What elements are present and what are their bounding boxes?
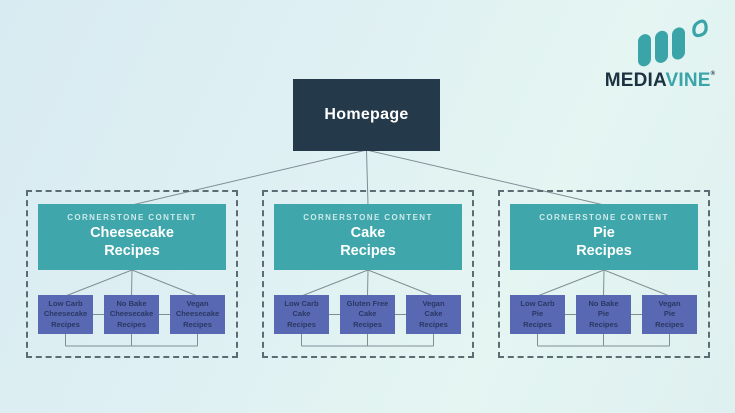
child-node-vegan-cake: Vegan Cake Recipes: [406, 295, 461, 334]
child-node-low-carb-cake: Low Carb Cake Recipes: [274, 295, 329, 334]
cornerstone-eyebrow: CORNERSTONE CONTENT: [539, 213, 669, 222]
cornerstone-node-pie: CORNERSTONE CONTENT Pie Recipes: [510, 204, 698, 270]
cornerstone-title: Cake Recipes: [340, 225, 396, 259]
mediavine-logo: MEDIAVINE®: [596, 18, 724, 92]
cornerstone-title: Cheesecake Recipes: [90, 225, 174, 259]
cornerstone-node-cheesecake: CORNERSTONE CONTENT Cheesecake Recipes: [38, 204, 226, 270]
child-node-vegan-pie: Vegan Pie Recipes: [642, 295, 697, 334]
child-node-low-carb-cheesecake: Low Carb Cheesecake Recipes: [38, 295, 93, 334]
cluster-cheesecake: CORNERSTONE CONTENT Cheesecake Recipes L…: [26, 190, 238, 358]
cluster-cake: CORNERSTONE CONTENT Cake Recipes Low Car…: [262, 190, 474, 358]
child-node-no-bake-pie: No Bake Pie Recipes: [576, 295, 631, 334]
brand-vine: VINE: [665, 70, 711, 91]
brand-wordmark: MEDIAVINE®: [596, 70, 724, 92]
child-node-vegan-cheesecake: Vegan Cheesecake Recipes: [170, 295, 225, 334]
child-node-gluten-free-cake: Gluten Free Cake Recipes: [340, 295, 395, 334]
cornerstone-eyebrow: CORNERSTONE CONTENT: [67, 213, 197, 222]
cornerstone-eyebrow: CORNERSTONE CONTENT: [303, 213, 433, 222]
homepage-node: Homepage: [293, 79, 440, 151]
child-node-low-carb-pie: Low Carb Pie Recipes: [510, 295, 565, 334]
child-node-no-bake-cheesecake: No Bake Cheesecake Recipes: [104, 295, 159, 334]
small-leaf: [692, 19, 708, 38]
cornerstone-title: Pie Recipes: [576, 225, 632, 259]
registered-mark: ®: [710, 71, 716, 77]
homepage-label: Homepage: [324, 106, 409, 123]
mediavine-leaf-icon: [638, 19, 708, 67]
cornerstone-node-cake: CORNERSTONE CONTENT Cake Recipes: [274, 204, 462, 270]
brand-media: MEDIA: [604, 70, 666, 91]
cluster-pie: CORNERSTONE CONTENT Pie Recipes Low Carb…: [498, 190, 710, 358]
